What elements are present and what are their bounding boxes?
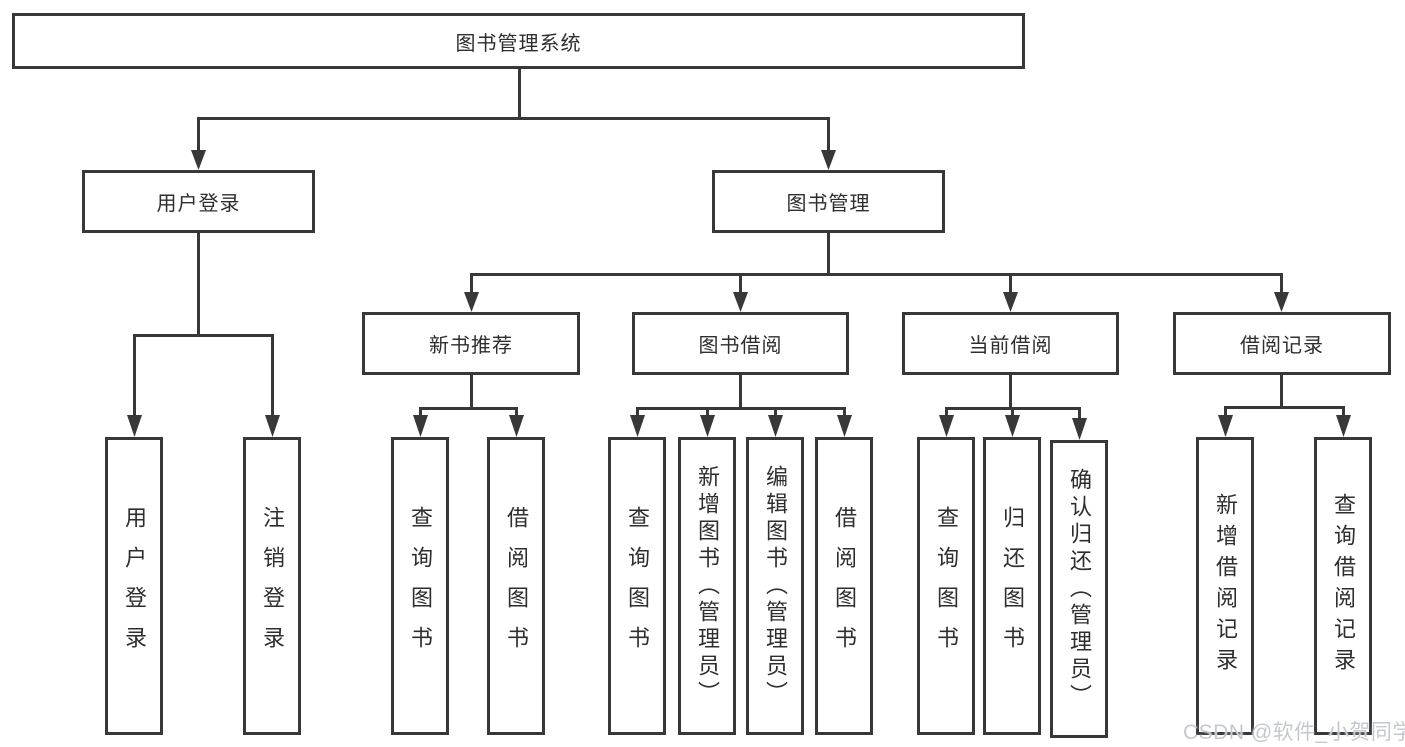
leaf-label: 新增图书（管理员） <box>695 464 720 708</box>
node-label: 图书管理 <box>786 193 871 215</box>
node-current-borrow: 当前借阅 <box>902 312 1119 375</box>
leaf-logout: 注销登录 <box>243 437 301 735</box>
node-user-login: 用户登录 <box>82 170 315 233</box>
leaf-label: 借阅图书 <box>504 506 529 666</box>
wire-userlogin-to-leaves <box>127 231 280 437</box>
leaf-label: 查询图书 <box>934 506 959 666</box>
leaf-borrow-book-1: 借阅图书 <box>487 437 545 735</box>
leaf-edit-book-admin: 编辑图书（管理员） <box>746 437 804 735</box>
leaf-add-borrow-record: 新增借阅记录 <box>1196 437 1254 735</box>
leaf-query-book-3: 查询图书 <box>917 437 975 735</box>
leaf-label: 注销登录 <box>260 506 285 666</box>
leaf-label: 查询图书 <box>625 506 650 666</box>
node-label: 当前借阅 <box>968 335 1053 357</box>
leaf-confirm-return-admin: 确认归还（管理员） <box>1050 440 1108 738</box>
leaf-label: 用户登录 <box>122 506 147 666</box>
node-book-borrow: 图书借阅 <box>632 312 849 375</box>
leaf-return-book: 归还图书 <box>983 437 1041 735</box>
leaf-label: 查询借阅记录 <box>1331 493 1356 679</box>
leaf-label: 借阅图书 <box>832 506 857 666</box>
node-root-system: 图书管理系统 <box>12 13 1025 69</box>
csdn-watermark: CSDN @软件_小贺同学 <box>1183 721 1405 744</box>
wire-current-to-leaves <box>939 373 1087 440</box>
leaf-label: 编辑图书（管理员） <box>763 464 788 708</box>
leaf-label: 新增借阅记录 <box>1213 493 1238 679</box>
node-label: 借阅记录 <box>1240 335 1324 357</box>
leaf-label: 确认归还（管理员） <box>1067 467 1092 711</box>
wire-newbook-to-leaves <box>413 373 524 437</box>
node-label: 用户登录 <box>156 193 241 215</box>
wire-borrow-to-leaves <box>630 373 852 437</box>
node-new-book-recommend: 新书推荐 <box>362 312 580 375</box>
leaf-label: 查询图书 <box>408 506 433 666</box>
leaf-query-book-2: 查询图书 <box>608 437 666 735</box>
leaf-query-book-1: 查询图书 <box>391 437 449 735</box>
node-label: 图书管理系统 <box>455 32 582 55</box>
leaf-label: 归还图书 <box>1000 506 1025 666</box>
wire-record-to-leaves <box>1218 373 1351 437</box>
leaf-user-login: 用户登录 <box>105 437 163 735</box>
leaf-borrow-book-2: 借阅图书 <box>815 437 873 735</box>
node-label: 新书推荐 <box>429 335 513 357</box>
wire-root-to-level2 <box>191 67 836 170</box>
node-borrow-record: 借阅记录 <box>1173 312 1391 375</box>
wire-bookmgmt-to-level3 <box>464 231 1289 312</box>
node-label: 图书借阅 <box>698 335 783 357</box>
leaf-query-borrow-record: 查询借阅记录 <box>1314 437 1372 735</box>
leaf-add-book-admin: 新增图书（管理员） <box>678 437 736 735</box>
node-book-management: 图书管理 <box>712 170 945 233</box>
